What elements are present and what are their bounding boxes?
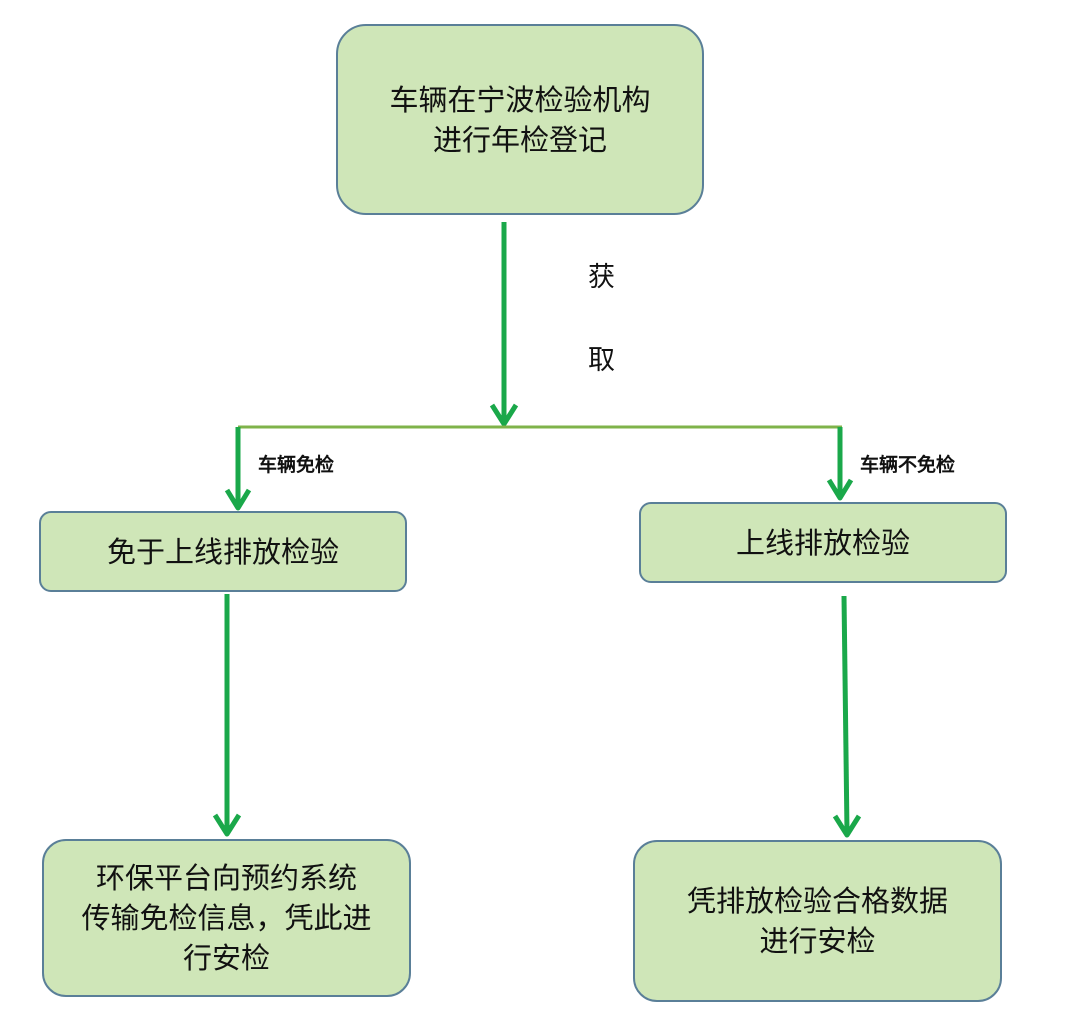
node-start: 车辆在宁波检验机构 进行年检登记: [336, 24, 704, 215]
edge-label-obtain-2: 取: [588, 345, 615, 376]
arrow-right-lower: [841, 595, 850, 833]
arrow-head-right-lower: [832, 814, 862, 838]
arrow-head-left-lower: [212, 813, 242, 837]
edge-label-obtain-1: 获: [588, 262, 615, 293]
edge-label-exempt: 车辆免检: [258, 454, 335, 476]
arrow-head-branch-left: [224, 488, 252, 511]
node-left-mid: 免于上线排放检验: [39, 511, 407, 592]
edge-label-not-exempt: 车辆不免检: [860, 454, 956, 476]
node-right-mid: 上线排放检验: [639, 502, 1007, 583]
node-right-end: 凭排放检验合格数据 进行安检: [633, 840, 1002, 1002]
arrow-head-start: [489, 403, 519, 427]
arrow-head-branch-right: [826, 478, 854, 501]
node-left-end: 环保平台向预约系统 传输免检信息，凭此进 行安检: [42, 839, 411, 997]
